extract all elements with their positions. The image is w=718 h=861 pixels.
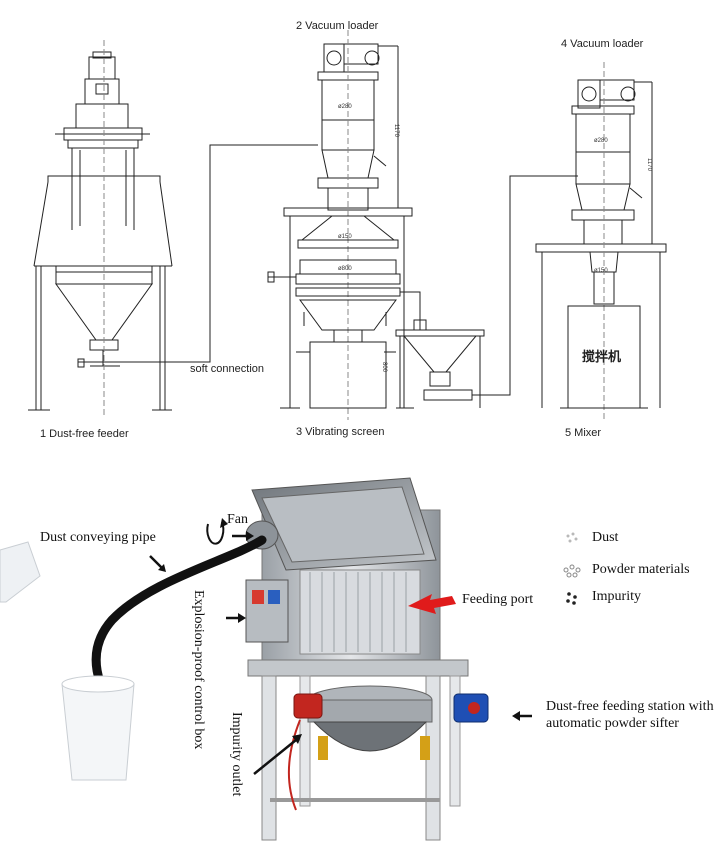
loader2-diameter-text: ø280 [338, 104, 352, 110]
bucket-rim [61, 675, 135, 693]
impurity-outlet-arrow [253, 739, 297, 775]
legend-dust-label: Dust [592, 530, 619, 545]
impurity-dots-icon [566, 592, 577, 605]
fan-rotation-arrowhead [220, 518, 228, 528]
lid-glass [261, 486, 425, 563]
control-box-switch-red [252, 590, 264, 604]
loader4-diameter-text: ø280 [594, 138, 608, 144]
fan-label: Fan [227, 512, 248, 527]
fan-rotation-icon [206, 521, 225, 545]
vibrating-screen-label: 3 Vibrating screen [296, 426, 385, 438]
vacuum-loader-2-label: 2 Vacuum loader [296, 20, 379, 32]
dust-free-feeder-drawing [28, 40, 318, 418]
intermediate-hopper-drawing [395, 175, 578, 408]
feeding-station-photo: Fan Dust conveying pipe Explosion-proof … [0, 450, 718, 856]
loader2-height-text: 1170 [393, 124, 399, 137]
inner-screen [299, 569, 421, 655]
mixer-label: 5 Mixer [565, 427, 602, 439]
feeding-port-arrow [408, 594, 456, 614]
spring-left [318, 736, 328, 760]
loader4-height-text: 1170 [646, 158, 652, 171]
loader4-outlet-text: ø150 [594, 268, 608, 274]
soft-connection-label: soft connection [190, 363, 264, 375]
sifter-bowl [312, 721, 428, 752]
vacuum-loader-4-drawing [535, 62, 667, 420]
vacuum-loader-2-drawing [267, 30, 427, 420]
dust-free-feeder-label: 1 Dust-free feeder [40, 428, 129, 440]
process-line-drawing [28, 30, 667, 420]
control-box-switch-blue [268, 590, 280, 604]
dust-conveying-pipe-shape [91, 535, 267, 687]
station-label: Dust-free feeding station with automatic… [546, 699, 714, 731]
impurity-outlet-label: Impurity outlet [229, 712, 244, 797]
spring-right [420, 736, 430, 760]
screen-diameter-text: ø800 [338, 266, 352, 272]
legend-powder-label: Powder materials [592, 562, 690, 577]
vibration-motor-left [293, 693, 323, 719]
mixer-drawing [560, 305, 648, 409]
control-box [245, 579, 289, 643]
legend-impurity-label: Impurity [592, 589, 641, 604]
leg-back-right [449, 675, 461, 807]
control-box-label: Explosion-proof control box [191, 590, 206, 750]
feeding-station-illustration [0, 477, 581, 841]
powder-dots-icon [563, 564, 581, 578]
process-line-diagram: ø280 1170 ø150 ø800 800 ø280 1170 ø150 搅… [28, 20, 667, 440]
inner-screen-mesh [309, 572, 407, 652]
powder-bag-shape [0, 541, 41, 603]
dust-dots-icon [566, 532, 578, 543]
table-top [247, 659, 469, 677]
vacuum-loader-4-label: 4 Vacuum loader [561, 38, 644, 50]
dust-pipe-arrow [149, 555, 163, 569]
screen-height-text: 800 [381, 362, 387, 373]
feeding-port-label: Feeding port [462, 592, 534, 607]
mixer-chinese-label: 搅拌机 [582, 350, 622, 365]
cable-red [287, 719, 301, 811]
dust-conveying-pipe-label: Dust conveying pipe [40, 530, 156, 545]
sifter-body [307, 699, 433, 723]
leg-back-left [299, 675, 311, 807]
motor-cap-red [468, 702, 480, 714]
bucket [61, 683, 135, 781]
loader2-outlet-text: ø150 [338, 234, 352, 240]
